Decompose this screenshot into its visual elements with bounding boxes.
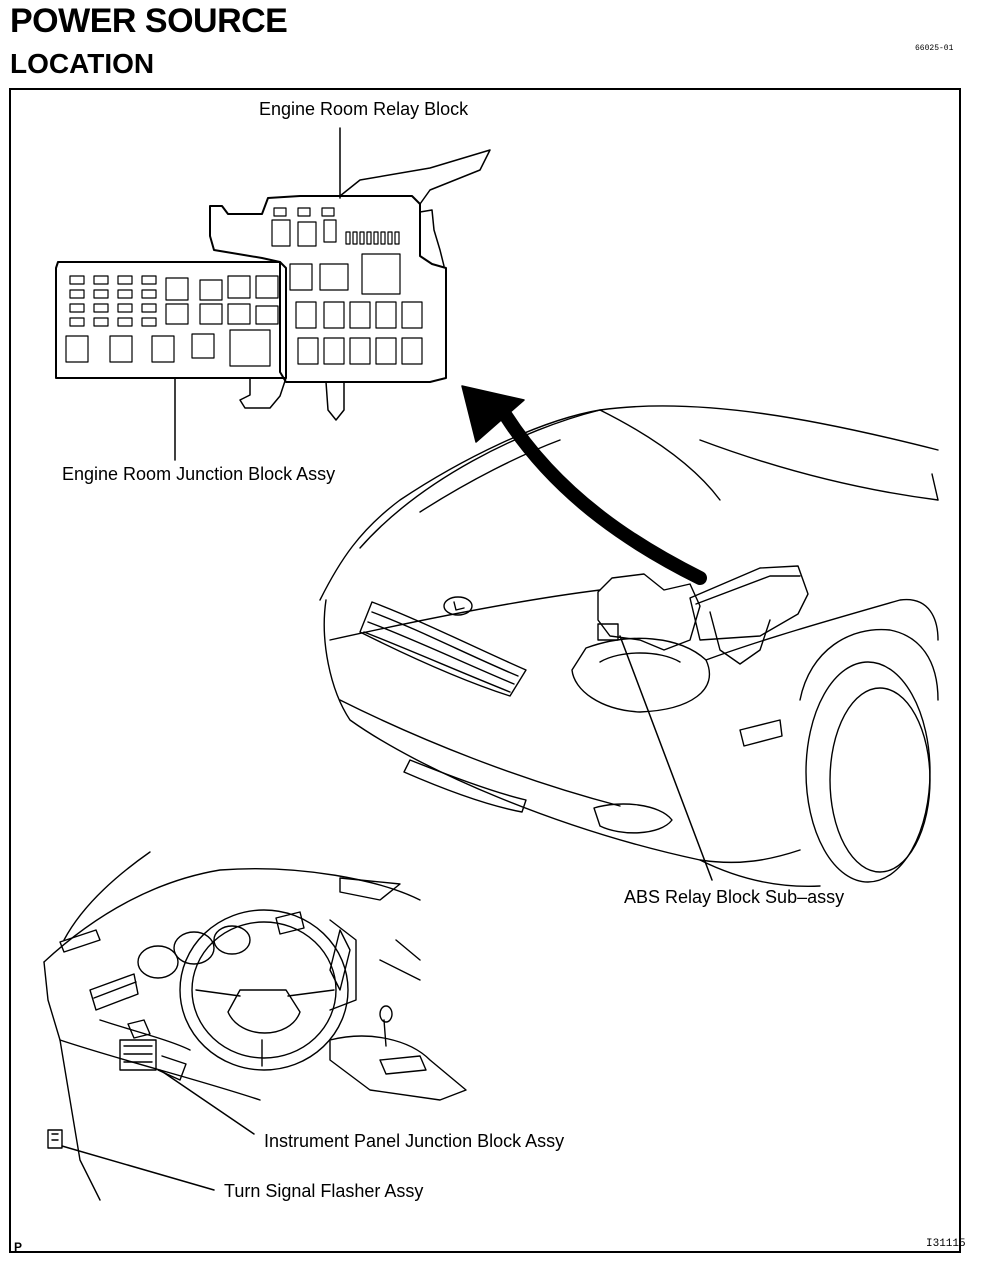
callout-abs-relay-block: ABS Relay Block Sub–assy <box>624 887 845 907</box>
callout-turn-signal-flasher: Turn Signal Flasher Assy <box>224 1181 424 1201</box>
vehicle-front-drawing <box>319 405 939 887</box>
engine-room-relay-block-drawing <box>209 149 491 421</box>
callout-engine-room-relay-block: Engine Room Relay Block <box>259 99 469 119</box>
page-title: POWER SOURCE <box>10 2 288 40</box>
flasher-leader-line <box>61 1145 215 1191</box>
callout-instrument-panel-junction-block: Instrument Panel Junction Block Assy <box>264 1131 565 1151</box>
section-subtitle: LOCATION <box>10 48 155 79</box>
abs-relay-leader-line <box>619 635 713 881</box>
figure-code: I31115 <box>926 1238 966 1250</box>
diagram-frame <box>9 88 961 1253</box>
ipjb-leader-line <box>159 1069 255 1135</box>
engine-room-junction-block-drawing <box>55 261 287 409</box>
location-arrow <box>461 385 707 585</box>
callout-engine-room-junction-block: Engine Room Junction Block Assy <box>62 464 336 484</box>
page-mark: P <box>14 1240 23 1254</box>
reference-code: 66025-01 <box>915 44 954 53</box>
